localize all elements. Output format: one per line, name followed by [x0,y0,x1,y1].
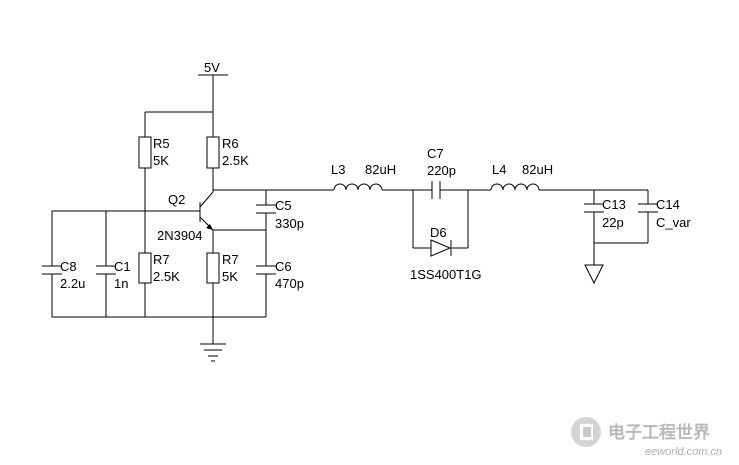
eeworld-logo-icon [571,417,601,447]
ground-symbol-right [584,264,604,285]
capacitor-c1: C1 1n [96,259,131,291]
transistor-q2: Q2 2N3904 [157,191,214,243]
diode-d6: D6 1SS400T1G [410,225,482,282]
capacitor-c14: C14 C_var [638,197,691,230]
c6-ref: C6 [275,259,292,274]
resistor-r5: R5 5K [138,136,170,169]
capacitor-c7: C7 220p [427,146,456,199]
capacitor-c8: C8 2.2u [42,259,85,291]
ground-symbol-left [200,343,226,362]
c5-value: 330p [275,216,304,231]
r7a-ref: R7 [153,252,170,267]
c14-value: C_var [656,215,691,230]
supply-5v: 5V [198,60,228,112]
d6-part: 1SS400T1G [410,267,482,282]
l4-value: 82uH [522,162,553,177]
capacitor-c5: C5 330p [256,198,304,231]
site-watermark: 电子工程世界 eeworld.com.cn [571,417,722,458]
c14-ref: C14 [656,197,680,212]
r6-ref: R6 [222,136,239,151]
c8-ref: C8 [60,259,77,274]
c13-ref: C13 [602,197,626,212]
l4-ref: L4 [492,162,506,177]
c7-value: 220p [427,163,456,178]
q2-part: 2N3904 [157,228,203,243]
c6-value: 470p [275,276,304,291]
d6-ref: D6 [430,225,447,240]
q2-ref: Q2 [168,192,185,207]
watermark-en: eeworld.com.cn [645,446,722,458]
r7a-value: 2.5K [153,269,180,284]
r5-value: 5K [153,153,169,168]
c8-value: 2.2u [60,276,85,291]
c5-ref: C5 [275,198,292,213]
capacitor-c13: C13 22p [584,197,626,230]
l3-ref: L3 [331,162,345,177]
l3-value: 82uH [365,162,396,177]
resistor-r7-base: R7 2.5K [138,252,180,284]
c1-value: 1n [114,276,128,291]
watermark-cn: 电子工程世界 [608,422,710,442]
resistor-r6: R6 2.5K [206,136,249,169]
capacitor-c6: C6 470p [256,259,304,291]
inductor-l4: L4 82uH [490,162,553,191]
r6-value: 2.5K [222,153,249,168]
r7b-ref: R7 [222,252,239,267]
resistor-r7-emitter: R7 5K [206,252,239,284]
c13-value: 22p [602,215,624,230]
c1-ref: C1 [114,259,131,274]
supply-label: 5V [204,60,220,75]
r7b-value: 5K [222,269,238,284]
inductor-l3: L3 82uH [331,162,396,191]
c7-ref: C7 [427,146,444,161]
r5-ref: R5 [153,136,170,151]
